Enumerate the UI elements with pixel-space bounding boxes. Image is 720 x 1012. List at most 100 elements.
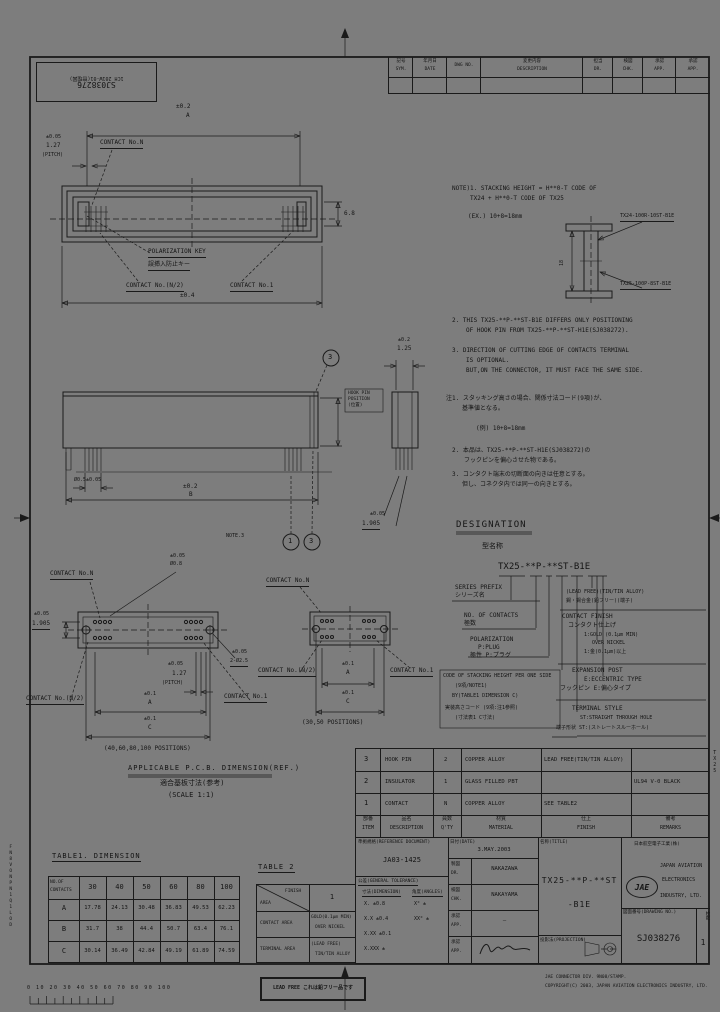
rev-col-chk-en: CHK. [622, 67, 634, 72]
front-dim-b: B [189, 491, 193, 498]
sheet-label: 枚数 [705, 911, 710, 920]
table1-A-40: 24.13 [111, 905, 128, 911]
dr-label-en: DR. [451, 871, 460, 876]
rev-col-app2-en: APP. [687, 67, 699, 72]
designation-leadfree-jp: 錫・錫合金(鉛フリー)(端子) [566, 598, 634, 604]
designation-code-en: CODE OF STACKING HEIGHT PER ONE SIDE [443, 673, 552, 679]
lead-free-text: LEAD FREE これは鉛フリー品です [272, 985, 354, 992]
table1-B-80: 63.4 [193, 926, 208, 932]
designation-term-code: ST:STRAIGHT THROUGH HOLE [580, 715, 653, 721]
table1-col-50: 50 [142, 883, 151, 891]
designation-term-jp: 端子形状 ST:(ストレートスルーホール) [556, 725, 650, 731]
parts-h-mat-en: MATERIAL [488, 825, 514, 831]
table2-row1-h: CONTACT AREA [260, 921, 293, 926]
topview-right-dim: 6.8 [344, 210, 355, 217]
table1-corner-top: NO.OF [50, 880, 64, 885]
table1-col-30: 30 [88, 883, 97, 891]
top-view-linework [50, 131, 342, 308]
table1-title: TABLE1. DIMENSION [52, 852, 141, 863]
parts-table: 3 HOOK PIN 2 COPPER ALLOY LEAD FREE(TIN/… [355, 748, 709, 838]
designation-finish-jp: コンタクト仕上げ [568, 622, 617, 629]
chk-label-jp: 検図 [451, 888, 460, 893]
designation-pol-code: P:PLUG [478, 644, 500, 651]
endview-bot-dim: 1.905 [362, 520, 381, 530]
designation-finish-detail1: 1:GOLD (0.1μm MIN) [584, 632, 639, 638]
table2-corner-top: FINISH [285, 889, 302, 894]
rev-col-dwgno: DWG NO. [454, 63, 474, 68]
pcb1-left-dim: 1.905 [32, 620, 51, 630]
pcb1-pitch-note: (PITCH) [162, 680, 184, 686]
pcb-title-en: APPLICABLE P.C.B. DIMENSION(REF.) [128, 764, 301, 772]
app1-label-jp: 承認 [451, 914, 460, 919]
topview-contact-half-label: CONTACT No.(N/2) [126, 282, 184, 292]
topview-dim-a-tol: ±0.2 [176, 103, 191, 110]
designation-code-jp: 実装高さコード (9項:注1参照) [445, 705, 519, 711]
pcb1-contact-one-label: CONTACT No.1 [224, 693, 268, 703]
parts-row1-item: 1 [364, 799, 369, 807]
endview-bot-tol: ±0.05 [370, 511, 386, 517]
designation-series-en: SERIES PREFIX [455, 584, 502, 591]
front-balloon-3b: 3 [309, 537, 314, 545]
topview-pitch-tol: ±0.05 [46, 134, 62, 140]
note-jp1-line2: 基準値となる。 [462, 405, 504, 412]
note3-line3: BUT,ON THE CONNECTOR, IT MUST FACE THE S… [466, 367, 644, 374]
rev-col-desc-en: DESCRIPTION [517, 67, 547, 72]
table2-row1-v1: GOLD(0.1μm MIN) [311, 915, 352, 920]
parts-row3-mat: COPPER ALLOY [465, 757, 505, 763]
jae-logo-icon: JAE [626, 876, 658, 898]
drawing-no-value: SJ038276 [636, 934, 681, 944]
tolerance-row-4: X.XXX ± [364, 946, 386, 952]
parts-h-item-en: ITEM [361, 825, 375, 831]
front-balloon-1: 1 [288, 537, 293, 545]
tolerance-row-1: X. ±0.8 [364, 901, 386, 907]
front-pin-dim: Ø0.5±0.05 [74, 477, 102, 483]
topview-contact-one-label: CONTACT No.1 [230, 282, 274, 292]
table2-finish: FINISH AREA 1 CONTACT AREA GOLD(0.1μm MI… [256, 884, 356, 963]
chk-name: NAKAYAMA [491, 892, 518, 898]
reference-doc-value: JA03-1425 [383, 856, 421, 864]
table1-col-100: 100 [220, 883, 233, 891]
parts-row1-mat: COPPER ALLOY [465, 801, 505, 807]
pcb1-caption: (40,60,80,100 POSITIONS) [104, 745, 191, 752]
table1-C-80: 61.89 [192, 948, 209, 954]
parts-h-qty-en: Q'TY [440, 825, 454, 831]
topview-pitch-note: (PITCH) [42, 152, 64, 158]
chk-label-en: CHK. [451, 897, 462, 902]
table2-row1-v2: OVER NICKEL [315, 925, 345, 930]
pcb1-a: A [148, 699, 152, 706]
right-margin-tab: TX25 [711, 750, 718, 774]
left-margin-code: FN8VONPN1Q1LOD [8, 845, 14, 929]
topview-mid-dim: ±0.4 [180, 292, 195, 299]
dr-name: NAKAZAWA [491, 866, 518, 872]
app1-label-en: APP. [451, 923, 462, 928]
note3-line2: IS OPTIONAL. [466, 357, 510, 364]
designation-finish-en: CONTACT FINISH [562, 613, 613, 620]
lead-free-stamp: LEAD FREE これは鉛フリー品です [260, 977, 366, 1001]
pcb1-hole-dim: Ø0.8 [170, 561, 183, 567]
parts-h-qty-jp: 員数 [441, 816, 452, 822]
pcb1-pitch-tol: ±0.05 [168, 661, 184, 667]
parts-h-mat-jp: 材質 [495, 816, 506, 822]
designation-code-en3: BY(TABLE1 DIMENSION C) [452, 693, 519, 699]
projection-label: 投影法(PROJECTION) [540, 938, 587, 943]
rev-col-app2-jp: 承認 [688, 59, 698, 64]
company-line2: ELECTRONICS [662, 877, 696, 883]
parts-row3-item: 3 [364, 755, 369, 763]
note-jp3-line1: 3. コンタクト端末の切断面の向きは任意とする。 [452, 471, 589, 478]
note-jp3-line2: 但し、コネクタ内では同一の向きとする。 [462, 481, 576, 488]
note1-line2: TX24 + H**0-T CODE OF TX25 [470, 195, 564, 202]
stack-top-part-label: TX24-100R-10ST-B1E [620, 213, 675, 222]
pcb1-left-tol: ±0.05 [34, 611, 50, 617]
note-jp2-line1: 2. 本品は、TX25-**P-**ST-H1E(SJ038272)の [452, 447, 591, 454]
table1-B-50: 44.4 [139, 926, 154, 932]
parts-row1-fin: SEE TABLE2 [544, 801, 578, 807]
parts-row3-fin: LEAD FREE(TIN/TIN ALLOY) [544, 757, 624, 763]
date-value: 3.MAY.2003 [477, 847, 511, 853]
pcb-title-scale: (SCALE 1:1) [168, 791, 215, 799]
pcb1-c: C [148, 724, 152, 731]
rev-col-sym-jp: 記号 [396, 59, 406, 64]
parts-row2-item: 2 [364, 777, 369, 785]
designation-series-jp: シリーズ名 [455, 592, 485, 599]
pcb2-caption: (30,50 POSITIONS) [302, 719, 364, 726]
